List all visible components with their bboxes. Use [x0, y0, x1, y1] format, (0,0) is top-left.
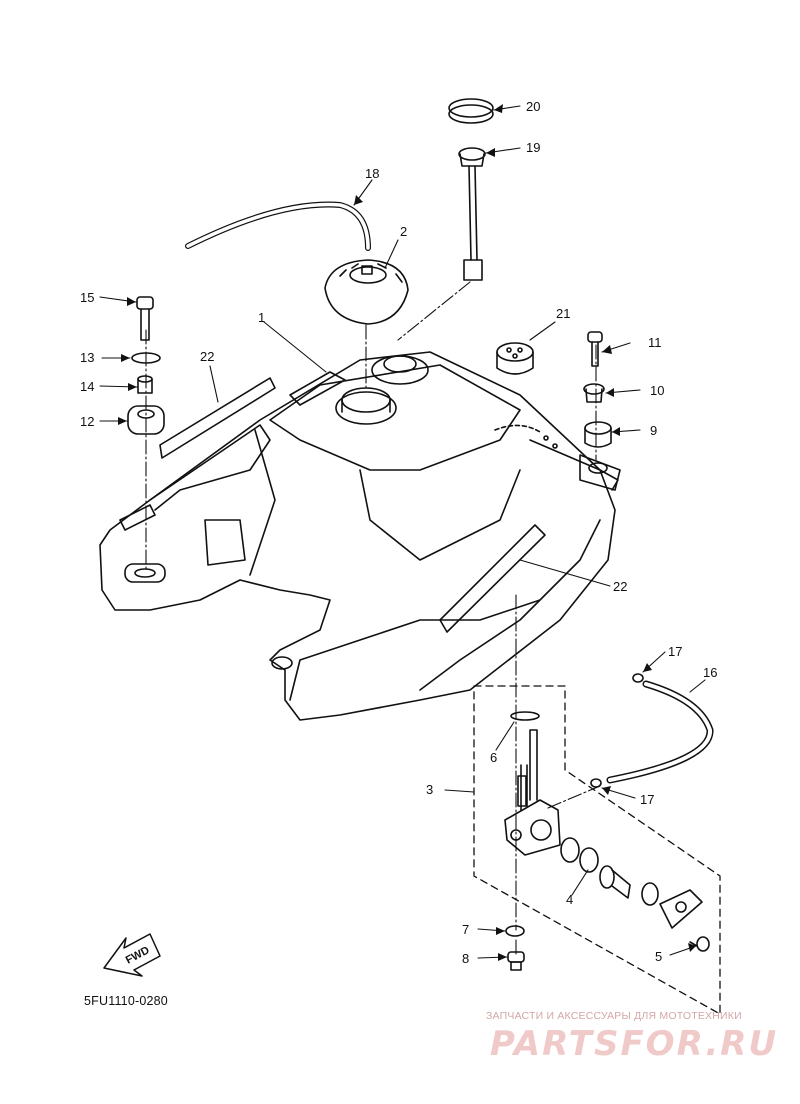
- fuel-level-gauge: [458, 147, 486, 281]
- fuel-cock: [504, 729, 561, 856]
- callout-20: 20: [526, 99, 541, 114]
- callout-17-lower: 17: [640, 792, 655, 807]
- callout-8: 8: [462, 951, 470, 966]
- drain-bolt-8: [507, 951, 525, 971]
- callout-22-upper: 22: [200, 349, 215, 364]
- callout-22-lower: 22: [613, 579, 628, 594]
- callout-7: 7: [462, 922, 470, 937]
- screw-5: [689, 936, 710, 952]
- gauge-cap-seal: [448, 98, 494, 124]
- fuel-cap: [324, 259, 409, 325]
- gasket-ring: [641, 882, 659, 906]
- callout-13: 13: [80, 350, 95, 365]
- filter-screen-6: [510, 711, 540, 721]
- bolt-right: [587, 331, 603, 367]
- bolt-left: [136, 296, 154, 341]
- lever-4: [599, 865, 631, 899]
- watermark-brand: PARTSFOR.RU: [490, 1024, 779, 1064]
- callout-5: 5: [655, 949, 663, 964]
- hose-clip-lower: [590, 778, 602, 788]
- rubber-damper-right-top: [496, 342, 534, 375]
- callout-1: 1: [258, 310, 266, 325]
- callout-16: 16: [703, 665, 718, 680]
- callout-18: 18: [365, 166, 380, 181]
- collar-right: [583, 383, 605, 403]
- o-ring-4b: [579, 847, 599, 873]
- callout-3: 3: [426, 782, 434, 797]
- callout-15: 15: [80, 290, 95, 305]
- callout-11: 11: [648, 335, 662, 350]
- callout-17-upper: 17: [668, 644, 683, 659]
- cover-plate: [659, 889, 703, 929]
- fuel-hose: [606, 680, 714, 784]
- callout-9: 9: [650, 423, 658, 438]
- callout-2: 2: [400, 224, 408, 239]
- callout-10: 10: [650, 383, 665, 398]
- callout-4: 4: [566, 892, 574, 907]
- part-code: 5FU1110-0280: [84, 994, 168, 1008]
- callout-19: 19: [526, 140, 541, 155]
- washer-7: [505, 925, 525, 937]
- hose-clip-upper: [632, 673, 644, 683]
- collar-left: [137, 375, 153, 394]
- callout-12: 12: [80, 414, 95, 429]
- damper-right-lower: [584, 421, 612, 448]
- watermark-subtitle: ЗАПЧАСТИ И АКСЕССУАРЫ ДЛЯ МОТОТЕХНИКИ: [486, 1010, 742, 1022]
- fuel-tank-body: [99, 351, 621, 721]
- fuel-cock-assembly-outline: [473, 685, 721, 1015]
- callout-6: 6: [490, 750, 498, 765]
- fwd-arrow: [103, 933, 161, 977]
- callout-21: 21: [556, 306, 571, 321]
- o-ring-4a: [560, 837, 580, 863]
- callout-14: 14: [80, 379, 95, 394]
